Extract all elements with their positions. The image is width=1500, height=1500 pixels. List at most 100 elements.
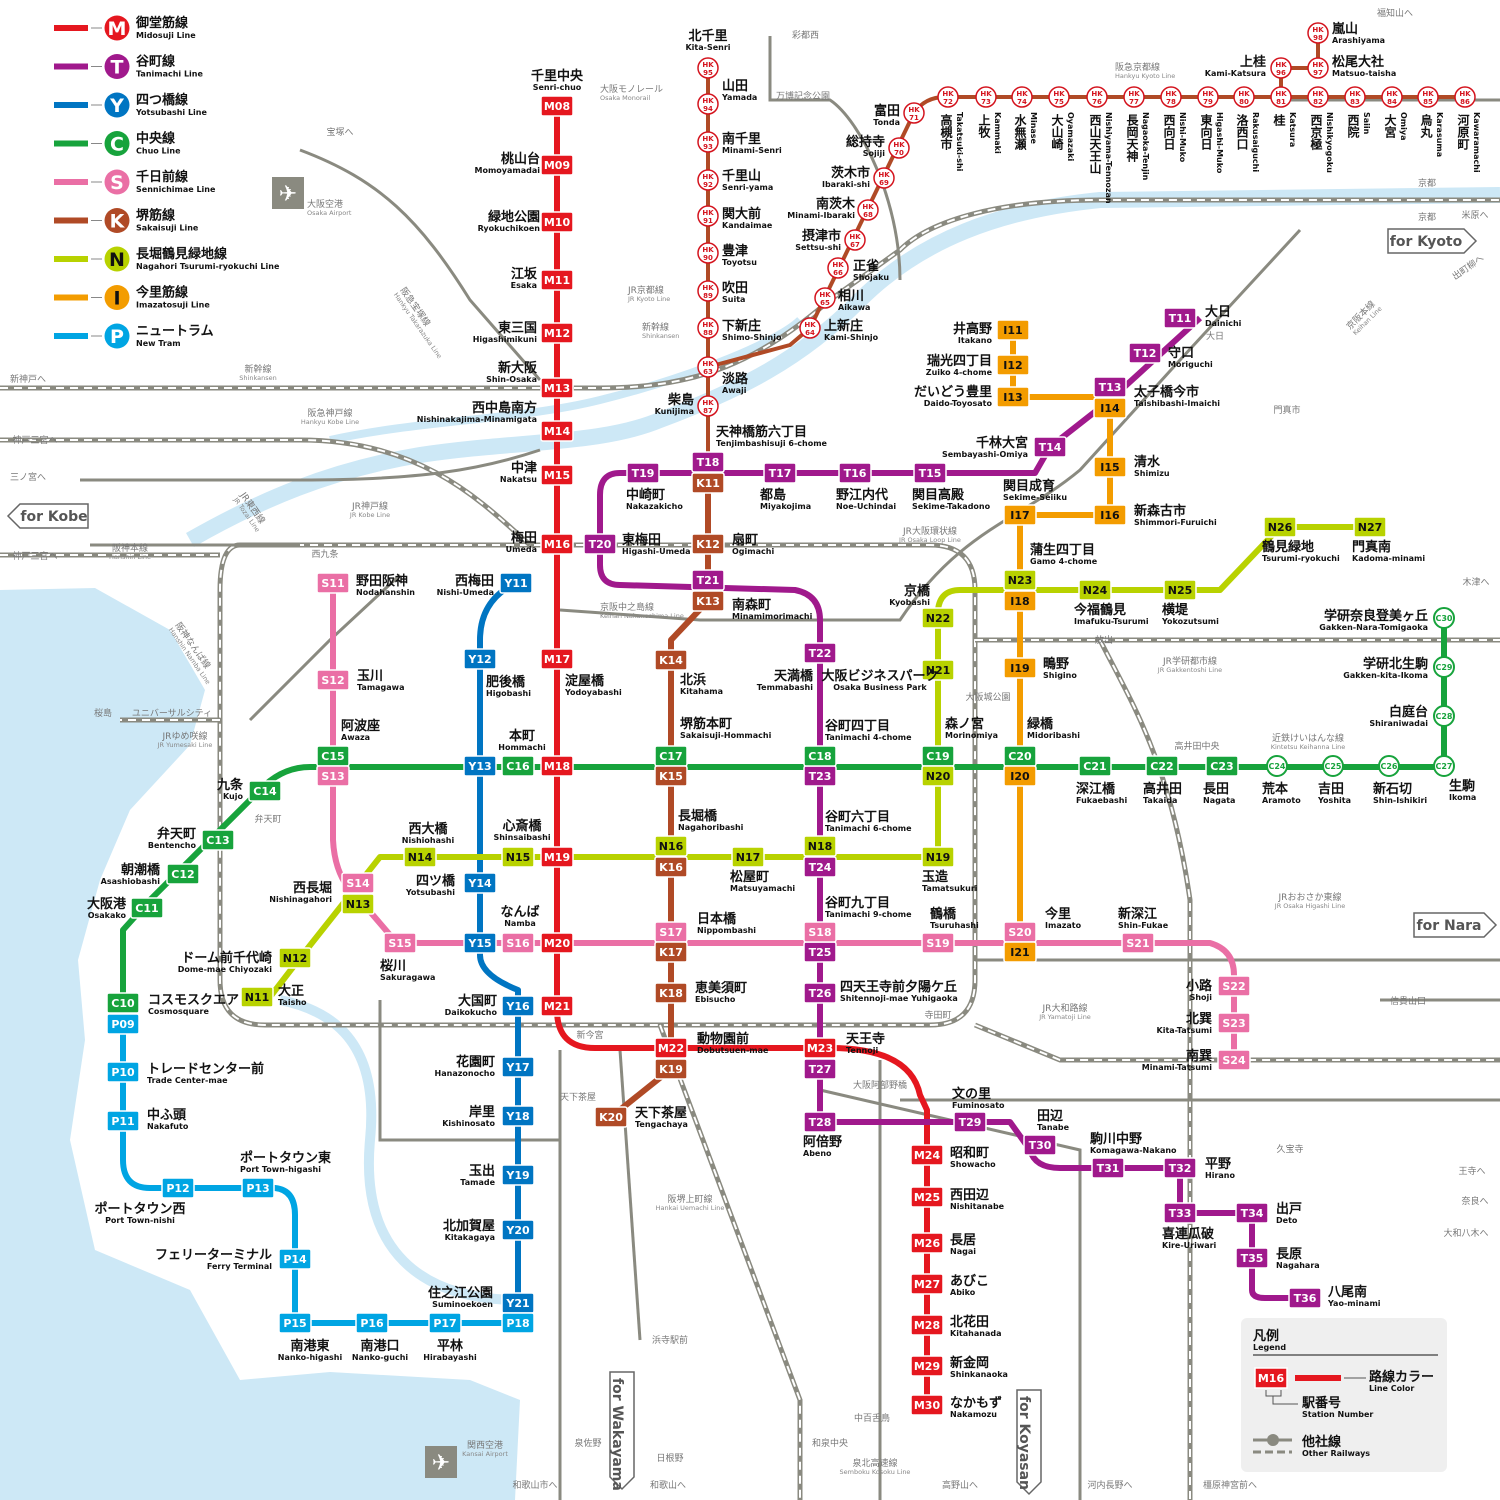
hankyu-station-aikawa[interactable]: HKHK6565相川Aikawa [814,287,870,312]
hankyu-station-kammaki[interactable]: HKHK7373上牧Kammaki [975,86,1002,154]
hankyu-station-kami-katsura[interactable]: HKHK9696上桂Kami-Katsura [1205,54,1292,79]
hankyu-station-katsura[interactable]: HKHK8181桂Katsura [1270,86,1297,147]
hankyu-station-nishiyama-tennozan[interactable]: HKHK7676西山天王山Nishiyama-Tennozan [1086,86,1113,204]
hankyu-station-suita[interactable]: HKHK8989吹田Suita [697,280,748,304]
hankyu-station-senri-yama[interactable]: HKHK9292千里山Senri-yama [697,168,773,192]
hankyu-station-higashi-muko[interactable]: HKHK7979東向日Higashi-Muko [1197,86,1224,174]
hankyu-station-settsu-shi[interactable]: HKHK6767摂津市Settsu-shi [795,228,866,252]
hankyu-station-matsuo-taisha[interactable]: HKHK9797松尾大社Matsuo-taisha [1307,54,1396,79]
hankyu-station-nagaoka-tenjin[interactable]: HKHK7777長岡天神Nagaoka-Tenjin [1123,86,1150,181]
hankyu-station-kami-shinjo[interactable]: HKHK6464上新庄Kami-Shinjo [799,317,879,342]
hankyu-station-nishikyogoku[interactable]: HKHK8282西京極Nishikyogoku [1307,86,1334,173]
hankyu-station-arashiyama[interactable]: HKHK9898嵐山Arashiyama [1307,21,1385,45]
hankyu-station-minase[interactable]: HKHK7474水無瀬Minase [1011,86,1038,151]
hankyu-station-minami-ibaraki[interactable]: HKHK6868南茨木Minami-Ibaraki [787,196,879,221]
hankyu-station-sojiji[interactable]: HKHK7070総持寺Sojiji [846,134,910,159]
hankyu-station-shojaku[interactable]: HKHK6666正雀Shojaku [827,257,889,282]
hankyu-station-omiya[interactable]: HKHK8484大宮Omiya [1381,86,1408,141]
hankyu-station-saiin[interactable]: HKHK8383西院Saiin [1344,86,1371,139]
hankyu-station-kandaimae[interactable]: HKHK9191関大前Kandaimae [697,205,773,230]
hankyu-station-takatsuki-shi[interactable]: HKHK7272高槻市Takatsuki-shi [937,86,964,172]
hankyu-station-minami-senri[interactable]: HKHK9393南千里Minami-Senri [697,131,782,155]
hankyu-station-toyotsu[interactable]: HKHK9090豊津Toyotsu [697,242,757,267]
hankyu-station-shimo-shinjo[interactable]: HKHK8888下新庄Shimo-Shinjo [697,317,782,342]
